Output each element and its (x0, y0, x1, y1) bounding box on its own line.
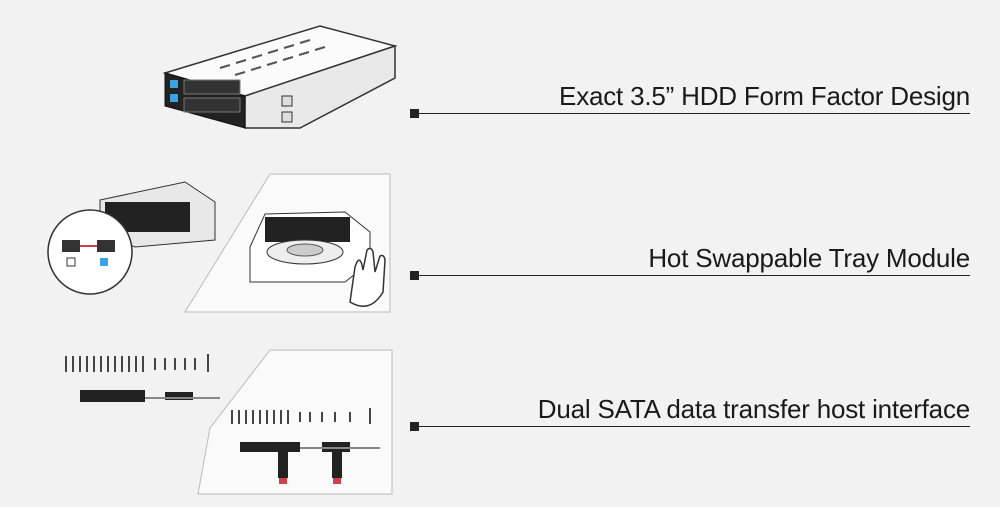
bullet-marker (410, 422, 419, 431)
sata-connectors-illustration (65, 349, 393, 495)
feature-label: Exact 3.5” HDD Form Factor Design (559, 81, 970, 111)
bullet-marker (410, 271, 419, 280)
feature-label: Hot Swappable Tray Module (648, 243, 970, 273)
callout-line (419, 426, 970, 427)
enclosure-illustration (162, 25, 398, 129)
callout-line (419, 275, 970, 276)
feature-label: Dual SATA data transfer host interface (537, 394, 970, 424)
hot-swap-illustration (47, 173, 391, 313)
feature-dual-sata: Dual SATA data transfer host interface (410, 385, 970, 431)
feature-form-factor: Exact 3.5” HDD Form Factor Design (410, 72, 970, 118)
feature-hot-swap: Hot Swappable Tray Module (410, 234, 970, 280)
callout-line (419, 113, 970, 114)
bullet-marker (410, 109, 419, 118)
